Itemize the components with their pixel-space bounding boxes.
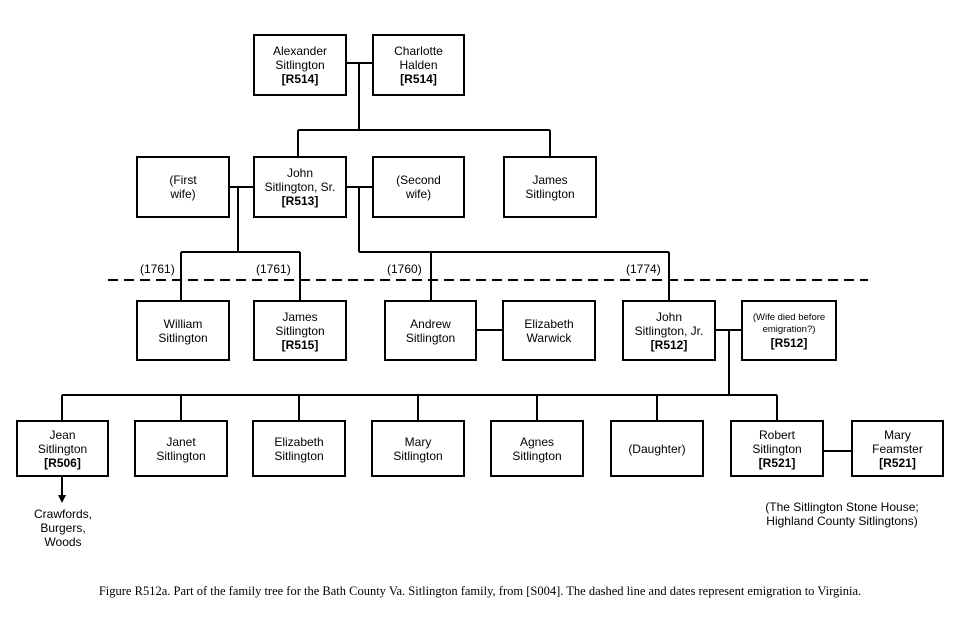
person-reference: [R506] — [44, 455, 81, 470]
note-line: (The Sitlington Stone House; — [765, 500, 919, 514]
person-reference: [R513] — [281, 194, 319, 208]
stone-house-note: (The Sitlington Stone House; Highland Co… — [752, 500, 932, 528]
person-name-line: Jean — [49, 427, 76, 442]
person-andrew-sitlington: Andrew Sitlington — [384, 300, 477, 361]
person-name-line: wife) — [170, 187, 196, 201]
jean-descendants-note: Crawfords, Burgers, Woods — [22, 507, 104, 549]
person-name-line: Halden — [399, 58, 438, 72]
person-name-line: Elizabeth — [524, 316, 574, 331]
person-elizabeth-warwick: Elizabeth Warwick — [502, 300, 596, 361]
person-reference: [R521] — [879, 455, 916, 470]
descendants-arrowhead — [58, 495, 66, 503]
emigration-year-james: (1761) — [256, 262, 291, 276]
person-name-line: James — [532, 173, 568, 187]
person-name-line: Charlotte — [394, 44, 443, 58]
person-name-line: emigration?) — [762, 323, 816, 335]
person-name-line: Sitlington — [752, 441, 802, 456]
note-line: Burgers, — [40, 521, 86, 535]
note-line: Highland County Sitlingtons) — [766, 514, 918, 528]
person-name-line: Mary — [884, 427, 911, 442]
person-james-sitlington: James Sitlington [R515] — [253, 300, 347, 361]
person-name-line: Sitlington — [512, 448, 562, 463]
person-reference: [R521] — [758, 455, 796, 470]
person-john-sitlington-sr: John Sitlington, Sr. [R513] — [253, 156, 347, 218]
person-first-wife: (First wife) — [136, 156, 230, 218]
person-name-line: Sitlington — [275, 323, 325, 338]
person-william-sitlington: William Sitlington — [136, 300, 230, 361]
person-robert-sitlington: Robert Sitlington [R521] — [730, 420, 824, 477]
person-name-line: Janet — [166, 434, 196, 449]
person-name-line: Sitlington — [405, 330, 456, 345]
person-name-line: (Wife died before — [752, 311, 826, 323]
person-name-line: Mary — [404, 434, 432, 449]
person-name-line: Sitlington, Jr. — [634, 323, 704, 338]
emigration-year-william: (1761) — [140, 262, 175, 276]
emigration-year-john-jr: (1774) — [626, 262, 661, 276]
person-name-line: wife) — [405, 187, 432, 201]
person-name-line: Warwick — [526, 330, 572, 345]
person-john-sitlington-jr: John Sitlington, Jr. [R512] — [622, 300, 716, 361]
person-name-line: Feamster — [872, 441, 923, 456]
figure-caption: Figure R512a. Part of the family tree fo… — [98, 584, 862, 598]
person-elizabeth-sitlington: Elizabeth Sitlington — [252, 420, 346, 477]
person-name-line: Alexander — [272, 44, 328, 58]
person-alexander-sitlington: Alexander Sitlington [R514] — [253, 34, 347, 96]
person-name-line: Sitlington — [37, 441, 88, 456]
person-name-line: Elizabeth — [274, 434, 324, 449]
person-name-line: William — [163, 316, 203, 331]
person-name-line: Sitlington — [275, 58, 325, 72]
person-agnes-sitlington: Agnes Sitlington — [490, 420, 584, 477]
person-janet-sitlington: Janet Sitlington — [134, 420, 228, 477]
person-name-line: Sitlington — [158, 330, 208, 345]
person-reference: [R512] — [770, 335, 808, 350]
person-name-line: Sitlington — [156, 448, 206, 463]
person-reference: [R515] — [281, 337, 319, 352]
person-name-line: John — [286, 166, 314, 180]
person-charlotte-halden: Charlotte Halden [R514] — [372, 34, 465, 96]
person-daughter: (Daughter) — [610, 420, 704, 477]
person-reference: [R512] — [650, 337, 688, 352]
person-jean-sitlington: Jean Sitlington [R506] — [16, 420, 109, 477]
person-reference: [R514] — [281, 72, 319, 86]
person-james-sitlington-brother: James Sitlington — [503, 156, 597, 218]
person-name-line: James — [282, 309, 318, 324]
person-name-line: Agnes — [519, 434, 555, 449]
person-name-line: Sitlington — [525, 187, 575, 201]
person-name-line: (First — [169, 173, 197, 187]
note-line: Crawfords, — [33, 507, 92, 521]
person-name-line: (Second — [396, 173, 441, 187]
person-reference: [R514] — [400, 72, 437, 86]
person-name-line: Andrew — [410, 316, 451, 331]
person-name-line: Sitlington — [393, 448, 443, 463]
person-wife-died-before-emigration: (Wife died before emigration?) [R512] — [741, 300, 837, 361]
person-mary-feamster: Mary Feamster [R521] — [851, 420, 944, 477]
person-name-line: Sitlington — [274, 448, 324, 463]
person-name-line: Sitlington, Sr. — [264, 180, 336, 194]
person-mary-sitlington: Mary Sitlington — [371, 420, 465, 477]
person-name-line: (Daughter) — [628, 441, 686, 456]
person-second-wife: (Second wife) — [372, 156, 465, 218]
note-line: Woods — [44, 535, 82, 549]
emigration-year-andrew: (1760) — [387, 262, 422, 276]
person-name-line: John — [655, 309, 683, 324]
person-name-line: Robert — [758, 427, 796, 442]
